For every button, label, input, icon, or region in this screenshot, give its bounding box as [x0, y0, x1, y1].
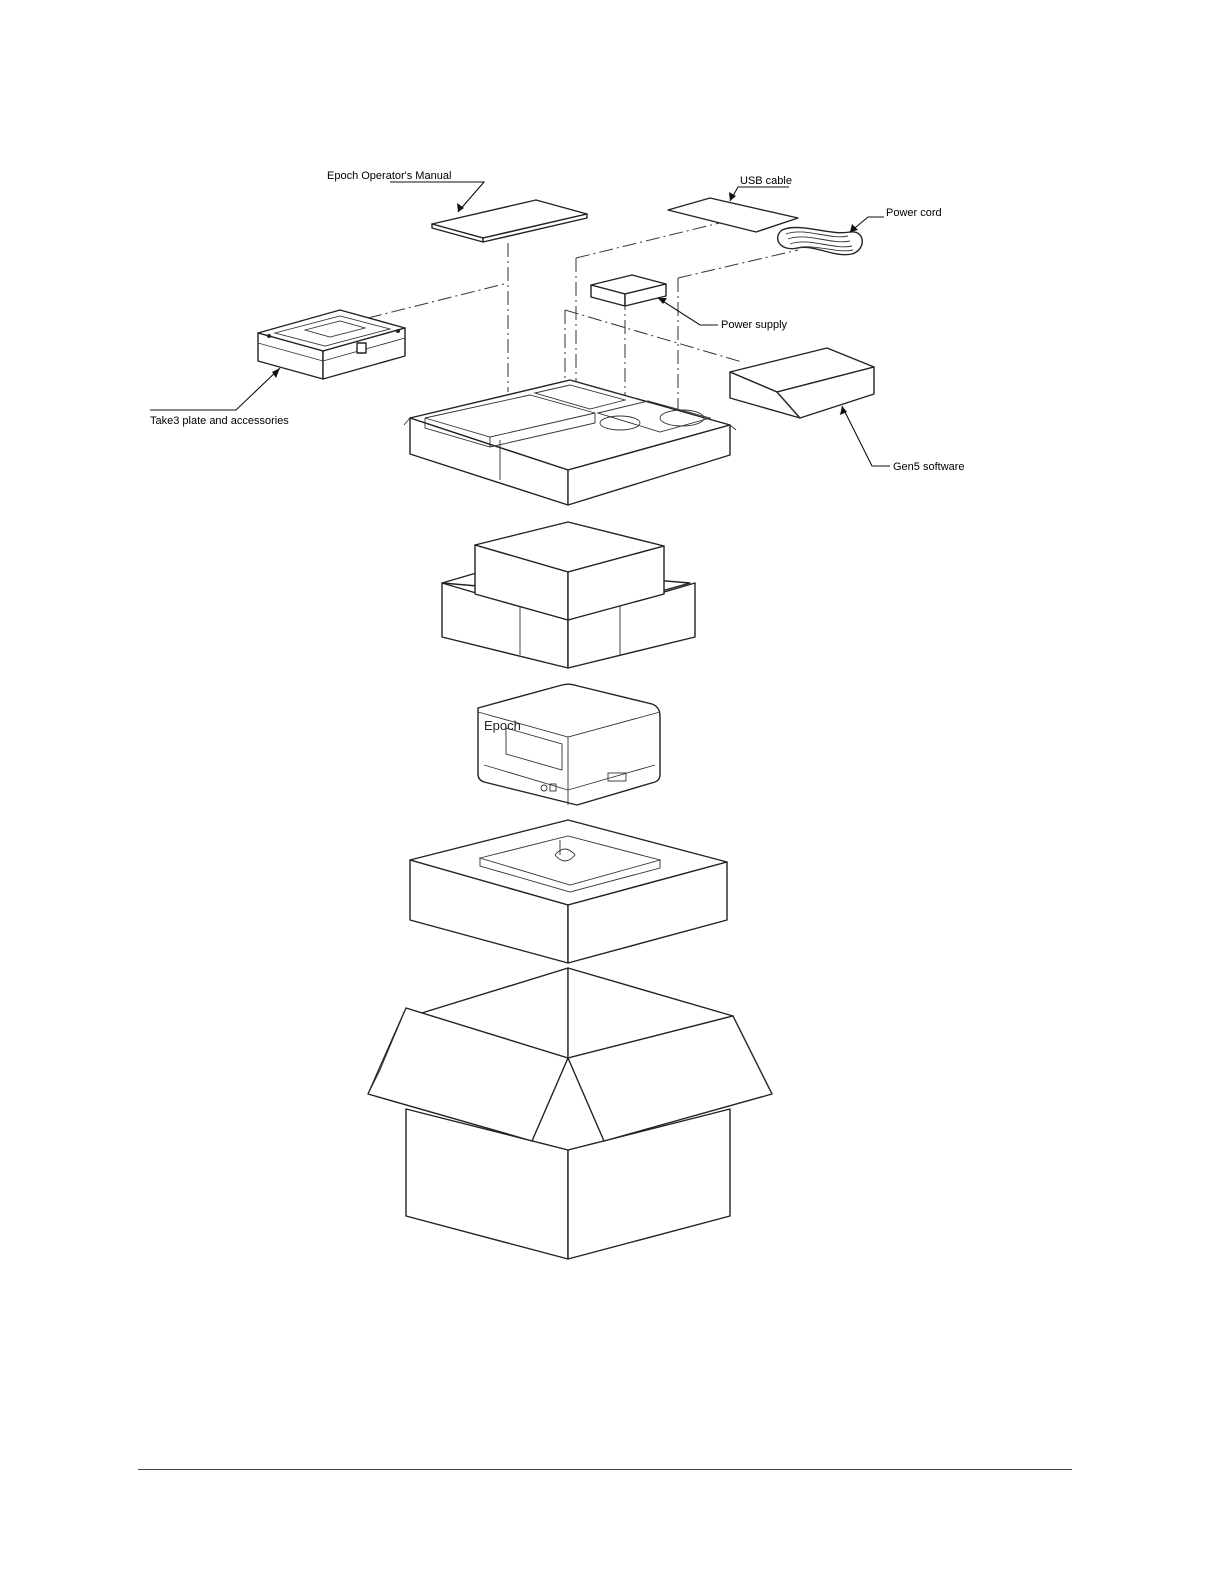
device-brand-label: Epoch [484, 718, 521, 733]
accessory-tray [404, 380, 736, 505]
label-power-supply: Power supply [721, 319, 788, 331]
label-take3: Take3 plate and accessories [150, 415, 289, 427]
label-power-cord: Power cord [886, 207, 942, 219]
footer-rule [138, 1469, 1072, 1470]
shipping-carton [368, 968, 772, 1259]
lower-foam-block [410, 820, 727, 963]
power-cord [778, 227, 863, 254]
upper-foam-blocks [442, 522, 695, 668]
gen5-software-box [730, 348, 874, 418]
usb-cable [668, 198, 798, 232]
operators-manual [432, 200, 587, 242]
label-usb-cable: USB cable [740, 175, 792, 187]
label-gen5: Gen5 software [893, 461, 965, 473]
label-manual: Epoch Operator's Manual [327, 170, 451, 182]
power-supply [591, 275, 666, 306]
epoch-instrument: Epoch [478, 684, 660, 805]
